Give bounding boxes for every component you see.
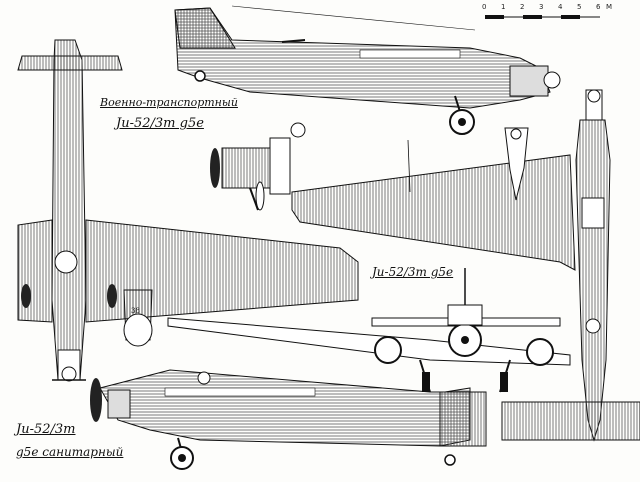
scale-tick: 2 bbox=[520, 3, 525, 11]
scale-tick: 4 bbox=[558, 3, 563, 11]
label-ambulance: g5e санитарный bbox=[16, 445, 124, 459]
wingtip-detail bbox=[123, 289, 153, 347]
top-view-transport bbox=[17, 39, 359, 382]
scale-tick: 1 bbox=[501, 3, 506, 11]
nose-detail bbox=[210, 122, 306, 211]
wing-planform bbox=[291, 127, 576, 271]
scale-tick: 0 bbox=[482, 3, 487, 11]
label-variant-top: Ju-52/3m g5e bbox=[116, 116, 204, 131]
wing-code: 38 bbox=[131, 307, 140, 315]
label-transport: Военно-транспортный bbox=[100, 96, 238, 109]
scale-tick-labels: 0 1 2 3 4 5 6 M bbox=[482, 3, 632, 17]
scale-tick: 3 bbox=[539, 3, 544, 11]
scale-tick: 5 bbox=[577, 3, 582, 11]
scale-bar bbox=[485, 15, 600, 19]
scale-tick: 6 bbox=[596, 3, 601, 11]
label-variant-bottom: Ju-52/3m bbox=[16, 422, 76, 437]
side-view-ambulance bbox=[90, 369, 487, 470]
side-view-transport bbox=[174, 5, 561, 135]
front-view bbox=[167, 268, 571, 393]
bottom-view-fuselage bbox=[501, 89, 640, 442]
label-variant-mid: Ju-52/3m g5e bbox=[372, 265, 454, 279]
scale-unit: M bbox=[606, 3, 613, 11]
